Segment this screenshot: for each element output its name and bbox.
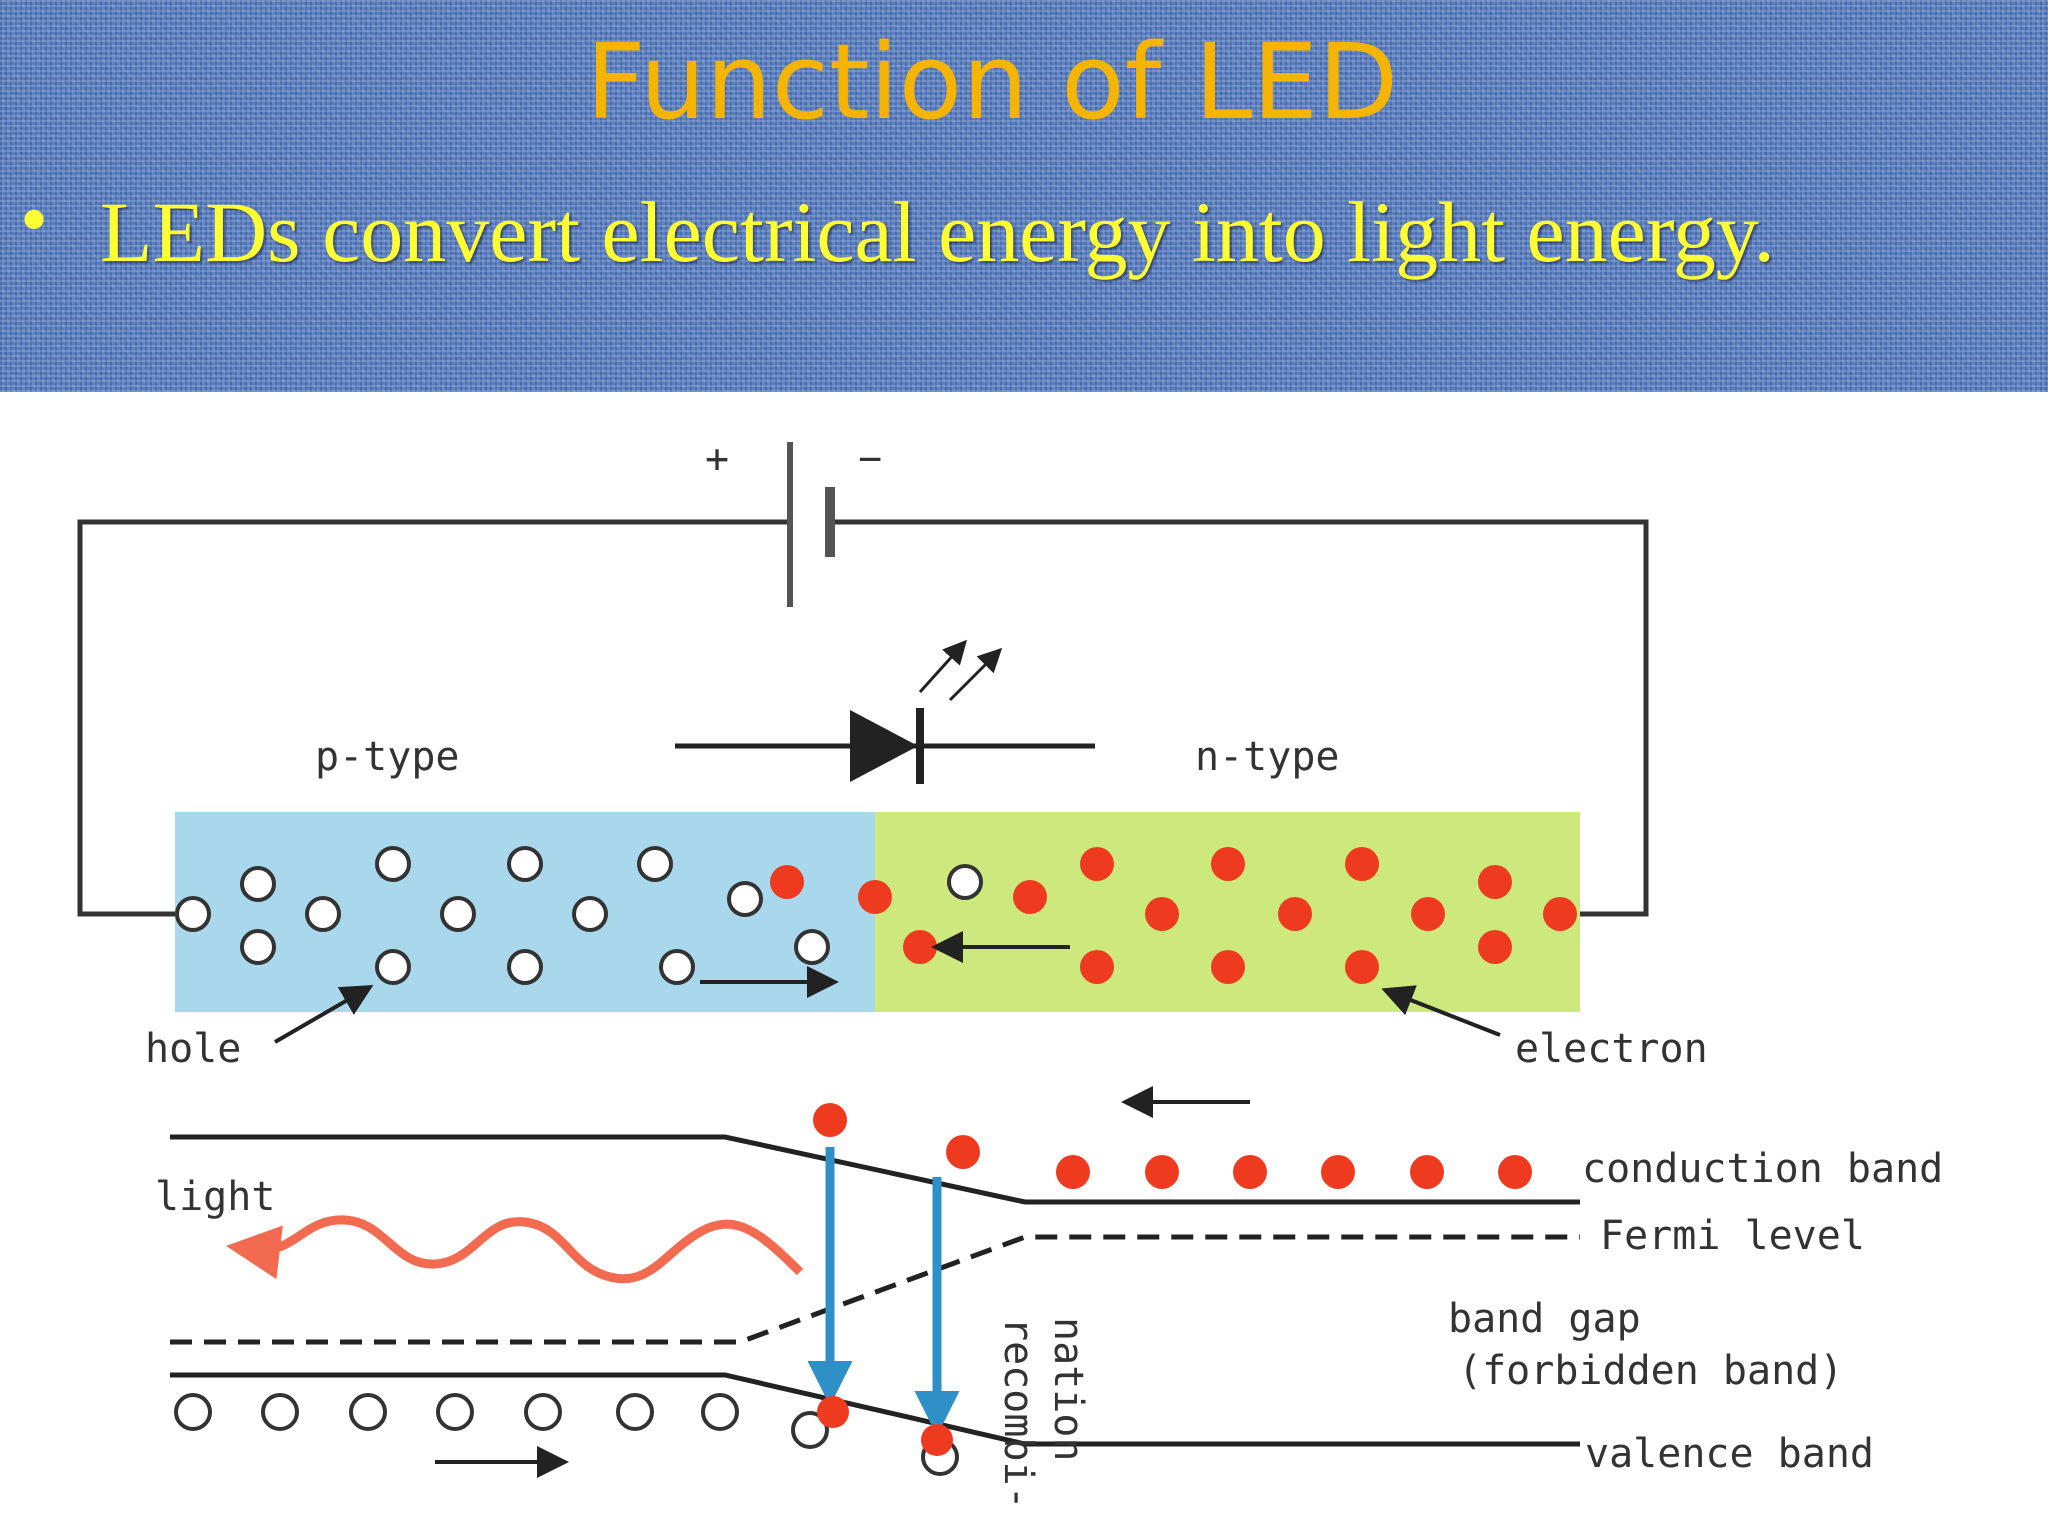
- bullet-text: LEDs convert electrical energy into ligh…: [100, 184, 1775, 280]
- electron-particle: [858, 880, 892, 914]
- hole-particle: [794, 929, 830, 965]
- hole-particle: [572, 896, 608, 932]
- recombination-label-line2: nation: [1045, 1317, 1091, 1462]
- conduction-electrons: [813, 1103, 1532, 1189]
- hole-particle: [659, 949, 695, 985]
- electron-particle: [1233, 1155, 1267, 1189]
- recombination-electron: [817, 1396, 849, 1428]
- led-diagram: + − p-type n-type: [77, 436, 1943, 1510]
- electron-particle: [1080, 950, 1114, 984]
- hole-particle: [436, 1393, 474, 1431]
- hole-particle: [375, 949, 411, 985]
- hole-particle: [240, 866, 276, 902]
- conduction-band-line: [170, 1134, 1580, 1205]
- recombination-label-line1: recombi-: [995, 1317, 1041, 1510]
- hole-particle: [240, 929, 276, 965]
- electron-particle: [1410, 1155, 1444, 1189]
- hole-particle: [375, 846, 411, 882]
- hole-particle: [507, 846, 543, 882]
- electron-particle: [813, 1103, 847, 1137]
- electron-particle: [1278, 897, 1312, 931]
- electron-particle: [1211, 847, 1245, 881]
- fermi-level-line: [170, 1234, 1580, 1345]
- conduction-band-label: conduction band: [1582, 1146, 1943, 1192]
- battery-plus-label: +: [705, 436, 729, 482]
- hole-particle: [616, 1393, 654, 1431]
- bullet-point-icon: •: [20, 176, 49, 264]
- hole-particle: [727, 881, 763, 917]
- n-type-label: n-type: [1195, 734, 1340, 780]
- electron-particle: [1345, 847, 1379, 881]
- electron-particle: [1321, 1155, 1355, 1189]
- hole-particle: [524, 1393, 562, 1431]
- hole-particle: [507, 949, 543, 985]
- electron-particle: [1145, 897, 1179, 931]
- electron-particle: [1056, 1155, 1090, 1189]
- electron-particle: [1345, 950, 1379, 984]
- slide-header: Function of LED • LEDs convert electrica…: [0, 0, 2048, 392]
- battery-icon: [787, 442, 835, 607]
- light-label: light: [155, 1174, 275, 1220]
- electron-particle: [946, 1135, 980, 1169]
- valence-holes: [174, 1393, 959, 1476]
- hole-particle: [174, 1393, 212, 1431]
- hole-particle: [305, 896, 341, 932]
- hole-particle: [637, 846, 673, 882]
- hole-particle: [791, 1411, 829, 1449]
- hole-particle: [440, 896, 476, 932]
- electron-particle: [1498, 1155, 1532, 1189]
- p-type-label: p-type: [315, 734, 460, 780]
- electron-particle: [1145, 1155, 1179, 1189]
- light-wave: [226, 1215, 804, 1284]
- electron-particle: [1013, 880, 1047, 914]
- electron-particle: [1543, 897, 1577, 931]
- hole-label: hole: [145, 1026, 241, 1072]
- fermi-level-label: Fermi level: [1600, 1213, 1865, 1259]
- electron-label: electron: [1515, 1026, 1708, 1072]
- electron-particle: [1080, 847, 1114, 881]
- electron-particle: [1478, 865, 1512, 899]
- electron-particle: [1211, 950, 1245, 984]
- electron-particle: [770, 865, 804, 899]
- hole-particle: [349, 1393, 387, 1431]
- forbidden-band-label: (forbidden band): [1458, 1348, 1843, 1394]
- recombination-electron: [921, 1424, 953, 1456]
- electron-pointer-arrow: [1381, 985, 1501, 1037]
- hole-particle: [947, 864, 983, 900]
- hole-particle: [175, 896, 211, 932]
- hole-particle: [701, 1393, 739, 1431]
- electron-particle: [1478, 930, 1512, 964]
- electron-particle: [1411, 897, 1445, 931]
- carrier-particles: [175, 846, 1577, 985]
- valence-band-line: [170, 1372, 1580, 1447]
- hole-particle: [261, 1393, 299, 1431]
- diode-icon: [675, 639, 1095, 784]
- valence-band-label: valence band: [1585, 1431, 1874, 1477]
- slide-title: Function of LED: [585, 21, 1399, 143]
- hole-pointer-arrow: [273, 984, 374, 1044]
- electron-particle: [903, 930, 937, 964]
- circuit-wire: [77, 519, 1649, 917]
- band-gap-label: band gap: [1448, 1296, 1641, 1342]
- battery-minus-label: −: [858, 436, 882, 482]
